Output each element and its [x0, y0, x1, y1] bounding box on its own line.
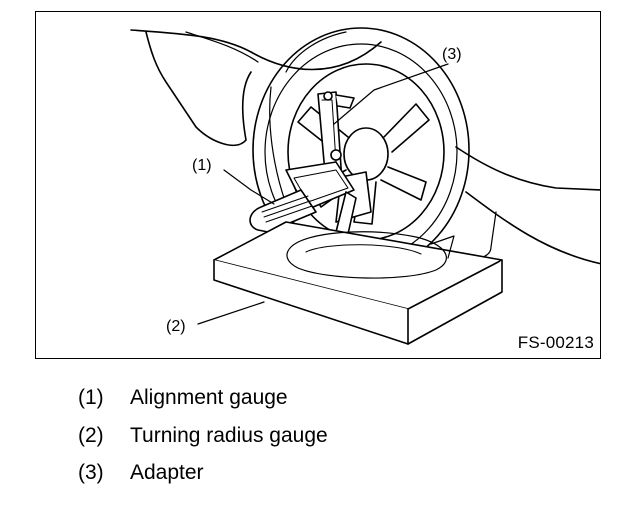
legend-item: (1) Alignment gauge	[78, 386, 328, 424]
legend-label: Alignment gauge	[130, 386, 288, 409]
legend-item: (2) Turning radius gauge	[78, 424, 328, 462]
callout-1: (1)	[192, 157, 212, 174]
vehicle-fender	[130, 29, 600, 265]
wheel-alignment-illustration	[130, 27, 600, 345]
legend-number: (1)	[78, 386, 104, 409]
legend-item: (3) Adapter	[78, 461, 328, 499]
callout-2: (2)	[166, 318, 186, 335]
legend-number: (2)	[78, 423, 104, 447]
legend-label: Turning radius gauge	[130, 423, 328, 447]
legend: (1) Alignment gauge (2) Turning radius g…	[78, 386, 328, 499]
leader-lines	[197, 63, 449, 325]
figure-id: FS-00213	[517, 333, 594, 352]
callout-3: (3)	[442, 46, 462, 63]
turning-radius-gauge	[213, 221, 503, 345]
alignment-gauge	[249, 161, 357, 235]
legend-label: Adapter	[130, 461, 204, 484]
legend-number: (3)	[78, 461, 104, 484]
figure-frame: (1) (2) (3) FS-00213	[35, 11, 601, 359]
